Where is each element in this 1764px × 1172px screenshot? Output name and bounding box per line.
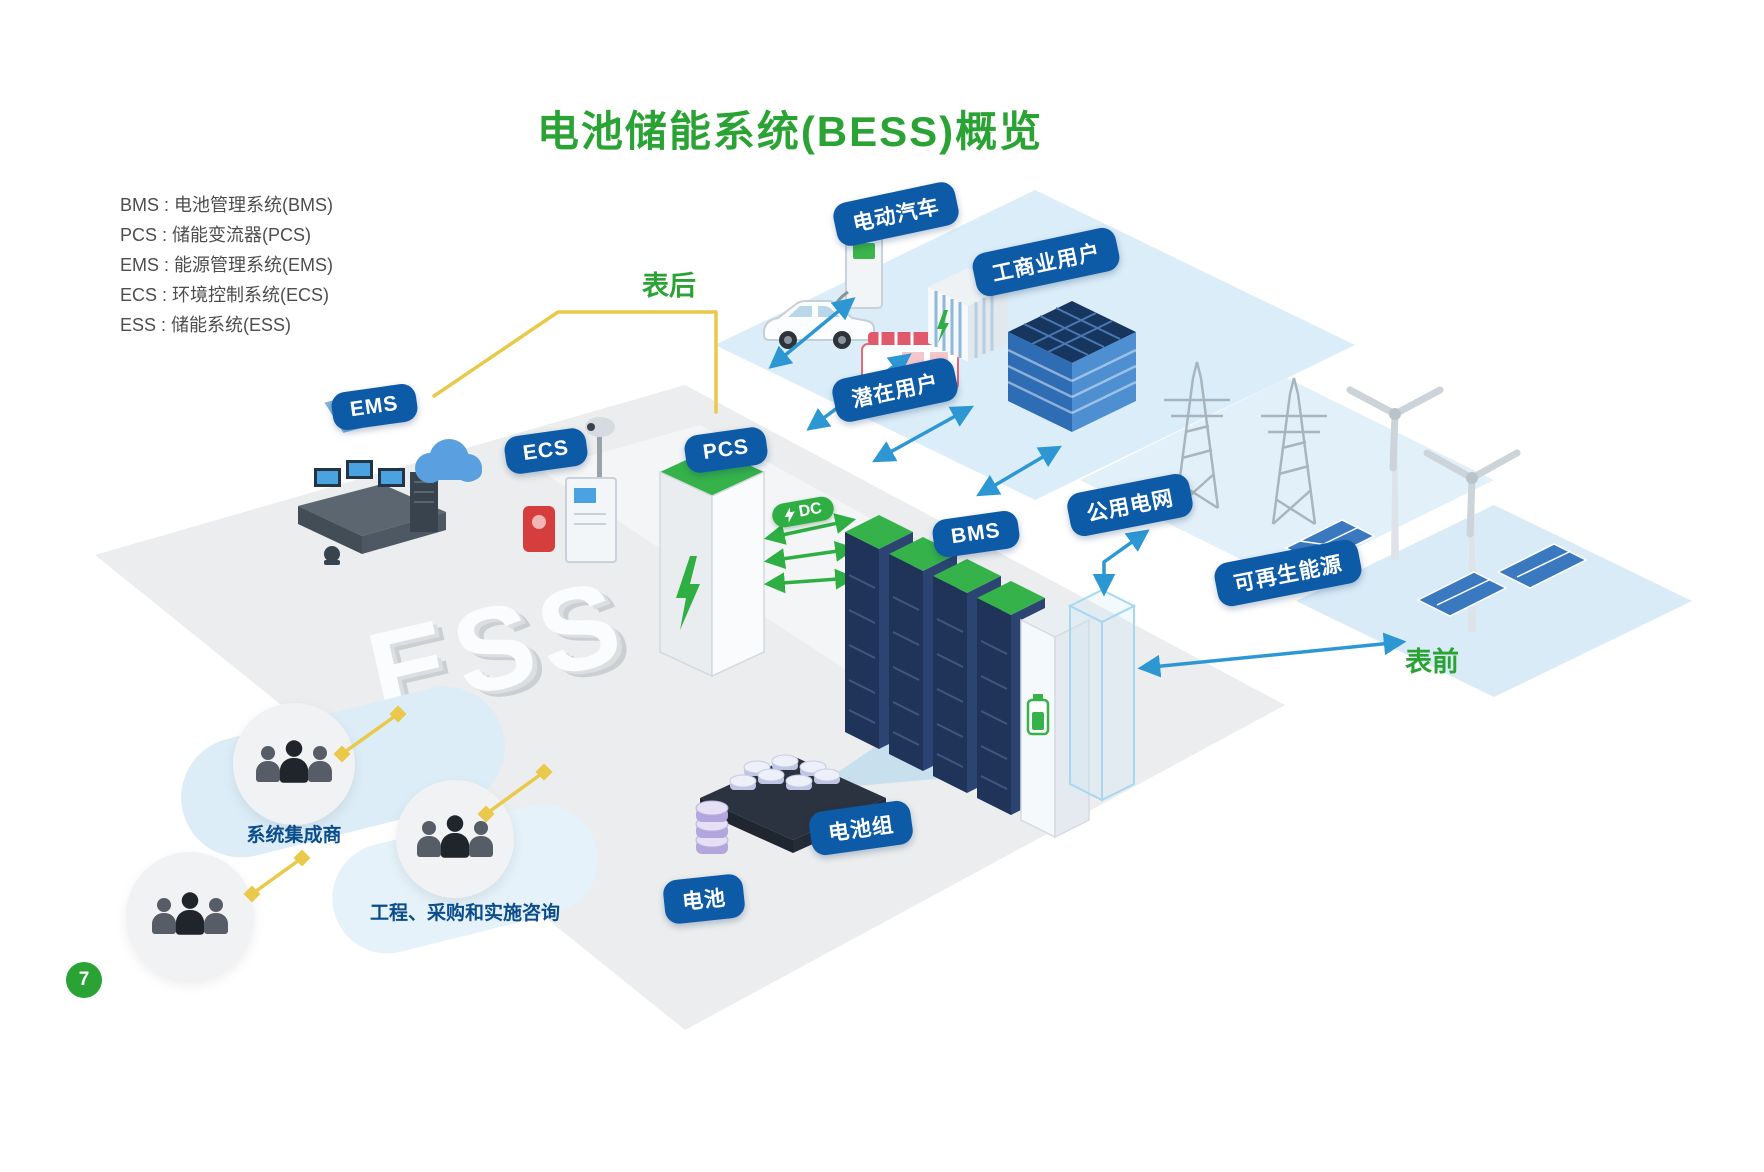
lightning-icon <box>676 556 700 630</box>
person-icon <box>279 740 309 784</box>
battery-cells-stack <box>695 800 729 854</box>
wind-turbine-1 <box>1346 386 1444 560</box>
badge-public-grid: 公用电网 <box>1064 471 1196 539</box>
dc-link-badge: DC <box>770 494 836 530</box>
person-icon <box>152 898 176 935</box>
legend-item-ess: ESS : 储能系统(ESS) <box>120 315 292 335</box>
cloud-icon <box>415 439 482 483</box>
battery-icon <box>1026 694 1050 736</box>
dc-arrows <box>763 513 857 594</box>
epc-consulting-label: 工程、采购和实施咨询 <box>369 903 560 924</box>
legend-item-ecs: ECS : 环境控制系统(ECS) <box>120 285 330 305</box>
legend-item-ems: EMS : 能源管理系统(EMS) <box>120 255 334 275</box>
front-of-meter-label: 表前 <box>1405 647 1459 677</box>
dc-label: DC <box>797 499 824 521</box>
badge-ev: 电动汽车 <box>830 179 962 249</box>
person-icon <box>469 821 493 858</box>
person-icon <box>175 892 205 936</box>
stakeholder-people-icon <box>126 852 254 980</box>
ev-charging-illustration <box>763 233 883 349</box>
person-icon <box>308 746 332 783</box>
battery-rack-cabinets <box>845 515 1090 839</box>
ems-control-line <box>432 310 718 414</box>
system-integrator-people-icon <box>233 703 355 825</box>
person-icon <box>417 821 441 858</box>
glass-enclosure <box>1067 588 1137 802</box>
renewables-platform <box>1296 505 1692 697</box>
behind-meter-label: 表后 <box>642 271 696 301</box>
transmission-tower-2 <box>1261 377 1327 526</box>
badge-commercial-industrial-users: 工商业用户 <box>970 225 1122 299</box>
badge-pcs: PCS <box>682 425 770 475</box>
badge-potential-users: 潜在用户 <box>829 355 961 425</box>
legend-item-pcs: PCS : 储能变流器(PCS) <box>120 225 312 245</box>
battery-cells <box>729 754 841 790</box>
users-platform <box>715 190 1355 500</box>
badge-battery: 电池 <box>661 872 747 926</box>
badge-ecs: ECS <box>502 426 590 476</box>
office-building-illustration <box>1007 301 1137 432</box>
wind-turbine-2 <box>1423 449 1521 632</box>
lightning-icon <box>784 506 795 523</box>
legend-item-bms: BMS : 电池管理系统(BMS) <box>120 195 334 215</box>
page-number: 7 <box>66 962 102 998</box>
person-icon <box>440 815 470 859</box>
legend: BMS : 电池管理系统(BMS) PCS : 储能变流器(PCS) EMS :… <box>120 190 333 340</box>
zoom-beam <box>812 650 1036 790</box>
person-icon <box>204 898 228 935</box>
page-title: 电池储能系统(BESS)概览 <box>536 108 1044 155</box>
car-icon <box>763 300 875 341</box>
badge-bms: BMS <box>930 509 1021 559</box>
lightning-icon <box>937 310 949 343</box>
badge-renewable-energy: 可再生能源 <box>1212 537 1364 609</box>
system-integrator-label: 系统集成商 <box>246 825 342 846</box>
person-icon <box>256 746 280 783</box>
power-flow-arrows <box>768 297 1407 678</box>
pcs-cabinet-illustration <box>659 448 765 678</box>
epc-people-icon <box>396 780 514 898</box>
badge-battery-pack: 电池组 <box>807 799 915 857</box>
badge-ems: EMS <box>329 382 419 432</box>
